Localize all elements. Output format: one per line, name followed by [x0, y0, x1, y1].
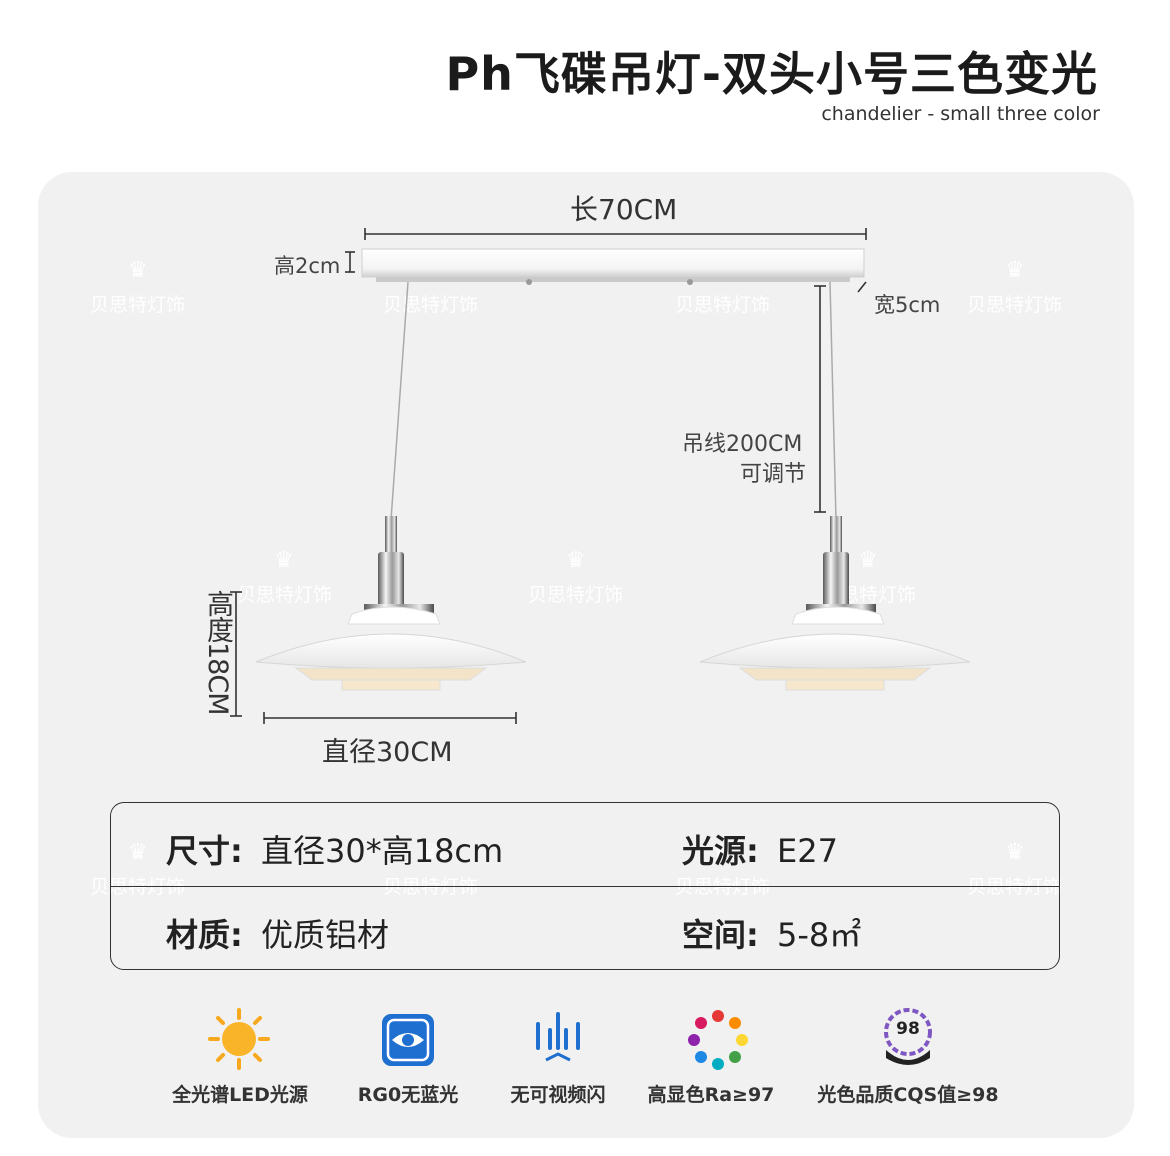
page-title: Ph飞碟吊灯-双头小号三色变光 [445, 47, 1098, 101]
bar-width-label: 宽5cm [874, 293, 941, 317]
right-pendant-lamp [699, 516, 971, 691]
spec-row-size: 尺寸: 直径30*高18cm [166, 826, 503, 872]
left-cord [390, 281, 409, 521]
eye-icon [382, 1014, 434, 1066]
color-wheel-icon [688, 1010, 748, 1070]
feature-label-no-flicker: 无可视频闪 [510, 1084, 606, 1106]
ceiling-bar [361, 248, 865, 285]
crown-icon: ♛ [712, 840, 732, 865]
lamp-height-marker [230, 591, 242, 717]
cqs-badge-icon: 98 [876, 1006, 940, 1070]
bar-height-marker [345, 251, 355, 273]
crown-icon: ♛ [1005, 258, 1025, 283]
crown-icon: ♛ [128, 258, 148, 283]
left-pendant-lamp [255, 516, 527, 691]
spec-row-light: 光源: E27 [682, 826, 838, 872]
crown-icon: ♛ [858, 548, 878, 573]
watermark-text: 贝思特灯饰 [528, 584, 624, 606]
watermark-text: 贝思特灯饰 [90, 294, 186, 316]
watermark-text: 贝思特灯饰 [383, 876, 479, 898]
crown-icon: ♛ [1005, 840, 1025, 865]
flicker-icon [536, 1012, 580, 1062]
spec-light-value: E27 [776, 832, 838, 870]
cqs-value: 98 [896, 1019, 920, 1039]
right-cord [829, 281, 837, 521]
spec-light-label: 光源: [682, 832, 759, 870]
spec-row-space: 空间: 5-8㎡ [682, 910, 861, 956]
spec-divider [110, 886, 1060, 887]
cord-length-label: 吊线200CM [682, 432, 803, 457]
diameter-marker [263, 712, 517, 724]
lamp-height-label: 高度18CM [202, 590, 233, 715]
cord-adjustable-label: 可调节 [740, 462, 807, 487]
crown-icon: ♛ [420, 840, 440, 865]
spec-size-value: 直径30*高18cm [260, 832, 504, 870]
spec-size-label: 尺寸: [166, 832, 243, 870]
spec-space-value: 5-8㎡ [776, 916, 862, 954]
feature-label-rg0: RG0无蓝光 [357, 1084, 459, 1106]
bar-height-label: 高2cm [274, 254, 341, 278]
spec-material-value: 优质铝材 [260, 916, 389, 954]
cord-length-marker [814, 285, 826, 513]
watermark-text: 贝思特灯饰 [675, 294, 771, 316]
crown-icon: ♛ [128, 840, 148, 865]
spec-space-label: 空间: [682, 916, 759, 954]
watermark-text: 贝思特灯饰 [675, 876, 771, 898]
crown-icon: ♛ [274, 548, 294, 573]
sun-icon [208, 1008, 270, 1070]
watermark-text: 贝思特灯饰 [967, 876, 1063, 898]
feature-label-high-cri: 高显色Ra≥97 [647, 1084, 775, 1106]
watermark-text: 贝思特灯饰 [90, 876, 186, 898]
feature-label-cqs: 光色品质CQS值≥98 [817, 1084, 999, 1106]
watermark-text: 贝思特灯饰 [237, 584, 333, 606]
page-subtitle: chandelier - small three color [821, 103, 1100, 125]
watermark-text: 贝思特灯饰 [967, 294, 1063, 316]
bar-width-marker [857, 281, 867, 293]
feature-label-full-spectrum: 全光谱LED光源 [172, 1084, 308, 1106]
diameter-label: 直径30CM [322, 737, 453, 768]
spec-row-material: 材质: 优质铝材 [166, 910, 389, 956]
crown-icon: ♛ [566, 548, 586, 573]
spec-material-label: 材质: [166, 916, 243, 954]
length-dimension-line [364, 228, 867, 240]
length-label: 长70CM [570, 193, 678, 226]
